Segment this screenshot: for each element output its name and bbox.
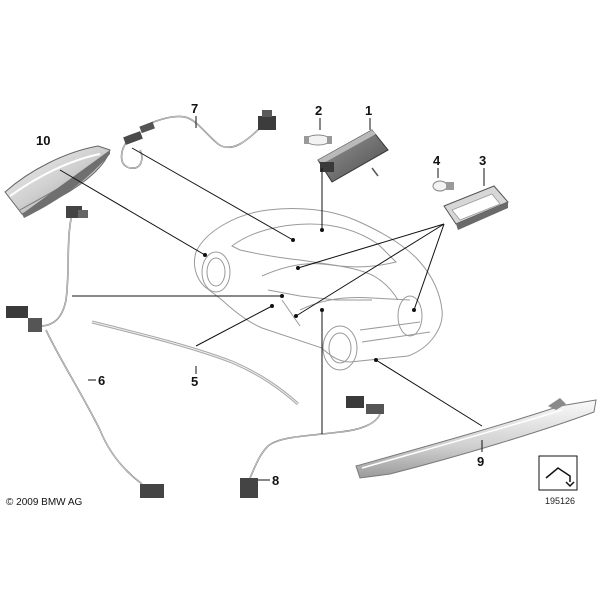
- leader-lines: [59, 116, 485, 481]
- callout-1: 1: [365, 103, 372, 118]
- callout-2: 2: [315, 103, 322, 118]
- part-4-small-bulb: [432, 180, 454, 192]
- callout-7: 7: [191, 101, 198, 116]
- car-outline-drawing: [193, 208, 443, 371]
- callout-3: 3: [479, 153, 486, 168]
- part-8-wire-harness: [240, 396, 384, 498]
- callout-6: 6: [98, 373, 105, 388]
- part-7-wire-harness: [120, 110, 276, 169]
- part-2-bulb: [304, 134, 332, 146]
- callout-5: 5: [191, 374, 198, 389]
- part-10-side-lamp: [4, 145, 111, 218]
- callout-4: 4: [433, 153, 441, 168]
- part-6-wire-harness: [6, 206, 164, 498]
- callout-10: 10: [36, 133, 50, 148]
- part-1-control-unit: [317, 129, 389, 183]
- diagram-number: 195126: [545, 496, 575, 506]
- part-3-lamp-unit: [443, 185, 509, 230]
- part-9-light-strip: [355, 398, 597, 479]
- copyright-text: © 2009 BMW AG: [6, 497, 83, 508]
- view-orientation-icon: [538, 455, 578, 491]
- callout-8: 8: [272, 473, 279, 488]
- part-5-light-strip: [91, 320, 299, 406]
- callout-9: 9: [477, 454, 484, 469]
